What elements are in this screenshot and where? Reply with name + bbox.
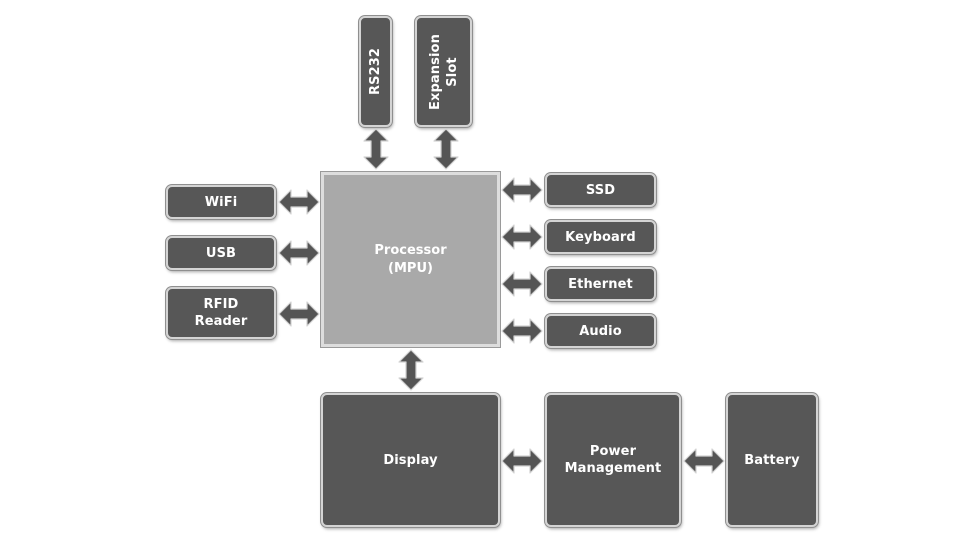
wifi-label: WiFi — [204, 194, 238, 210]
arrow-wifi-processor — [278, 189, 320, 215]
rfid-reader-label: RFID Reader — [194, 297, 248, 329]
power-management-label: Power Management — [564, 444, 662, 476]
keyboard-block: Keyboard — [545, 220, 656, 254]
keyboard-label: Keyboard — [565, 229, 636, 245]
expansion-slot-block: Expansion Slot — [415, 16, 472, 127]
display-label: Display — [383, 452, 438, 468]
arrow-processor-ethernet — [501, 271, 543, 297]
arrow-processor-ssd — [501, 177, 543, 203]
audio-label: Audio — [579, 323, 622, 339]
arrow-processor-display — [398, 349, 424, 391]
ethernet-block: Ethernet — [545, 267, 656, 301]
processor-block: Processor (MPU) — [321, 172, 500, 347]
audio-block: Audio — [545, 314, 656, 348]
battery-label: Battery — [744, 452, 800, 468]
arrow-display-power — [501, 448, 543, 474]
arrow-rfid-processor — [278, 301, 320, 327]
ssd-label: SSD — [585, 182, 616, 198]
display-block: Display — [321, 393, 500, 527]
arrow-power-battery — [683, 448, 725, 474]
usb-block: USB — [166, 236, 276, 270]
rs232-block: RS232 — [359, 16, 392, 127]
processor-label: Processor (MPU) — [374, 242, 447, 276]
wifi-block: WiFi — [166, 185, 276, 219]
rfid-reader-block: RFID Reader — [166, 287, 276, 339]
battery-block: Battery — [726, 393, 818, 527]
arrow-processor-keyboard — [501, 224, 543, 250]
power-management-block: Power Management — [545, 393, 681, 527]
arrow-rs232-processor — [363, 128, 389, 170]
ssd-block: SSD — [545, 173, 656, 207]
arrow-expansion-processor — [433, 128, 459, 170]
ethernet-label: Ethernet — [568, 276, 633, 292]
usb-label: USB — [205, 245, 237, 261]
arrow-processor-audio — [501, 318, 543, 344]
arrow-usb-processor — [278, 240, 320, 266]
